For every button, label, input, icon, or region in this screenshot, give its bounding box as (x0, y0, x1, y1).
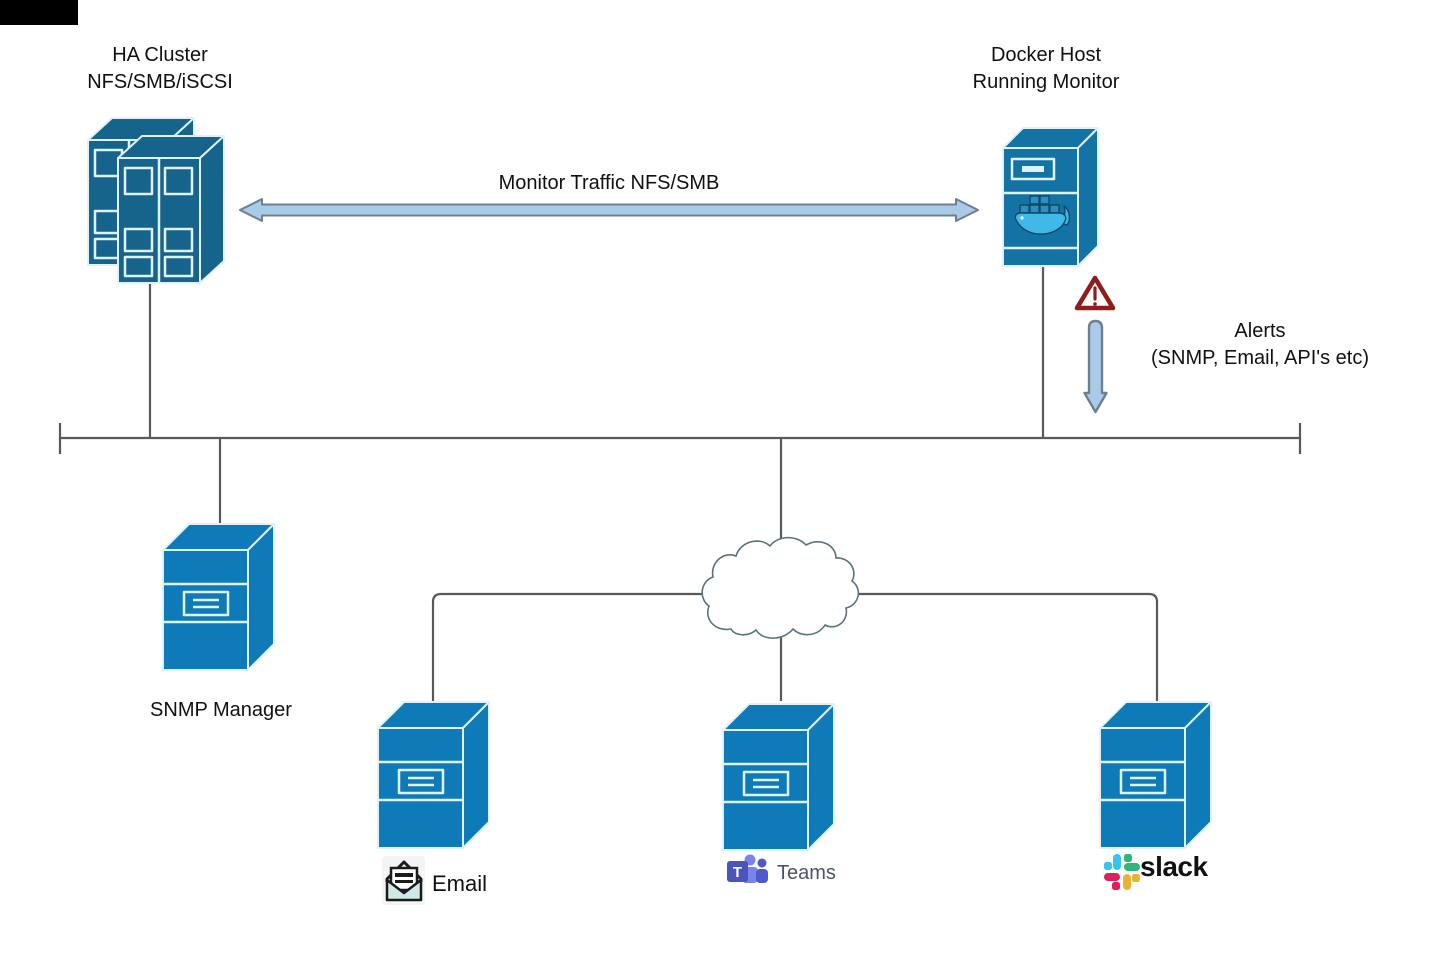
alerts-label-line1: Alerts (1234, 320, 1286, 342)
teams-tile-letter: T (733, 864, 742, 881)
screenshot-corner-artifact (0, 0, 78, 25)
ha-cluster-title-line1: HA Cluster (112, 44, 208, 66)
slack-label: slack (1140, 851, 1208, 882)
docker-host-icon (1002, 127, 1099, 267)
teams-icon: T (727, 854, 768, 883)
email-server-icon (376, 700, 491, 850)
email-icon (382, 856, 425, 905)
slack-icon (1104, 854, 1140, 890)
snmp-manager-icon (161, 522, 276, 672)
alerts-label-line2: (SNMP, Email, API's etc) (1151, 347, 1369, 369)
ha-cluster-front-unit (116, 134, 226, 285)
docker-host-title-line2: Running Monitor (972, 71, 1120, 93)
docker-whale-icon (1014, 195, 1071, 235)
alerts-label: Alerts (SNMP, Email, API's etc) (1151, 318, 1369, 372)
branch-email (431, 592, 712, 701)
snmp-manager-label: SNMP Manager (150, 699, 292, 721)
ha-cluster-title: HA Cluster NFS/SMB/iSCSI (87, 42, 233, 96)
monitor-traffic-arrow (239, 198, 979, 222)
ha-cluster-icon (86, 116, 226, 285)
docker-host-title: Docker Host Running Monitor (973, 42, 1120, 96)
teams-label: Teams (777, 862, 836, 884)
slack-server-icon (1098, 700, 1213, 850)
warning-icon (1074, 275, 1116, 311)
branch-slack (851, 592, 1159, 701)
alerts-arrow (1083, 319, 1108, 414)
internet-cloud-icon (701, 536, 860, 639)
monitor-traffic-label: Monitor Traffic NFS/SMB (498, 172, 720, 194)
ha-cluster-title-line2: NFS/SMB/iSCSI (87, 71, 233, 93)
teams-server-icon (721, 702, 836, 852)
bus-network (58, 267, 1302, 701)
docker-host-title-line1: Docker Host (990, 44, 1102, 66)
email-label: Email (432, 871, 488, 896)
